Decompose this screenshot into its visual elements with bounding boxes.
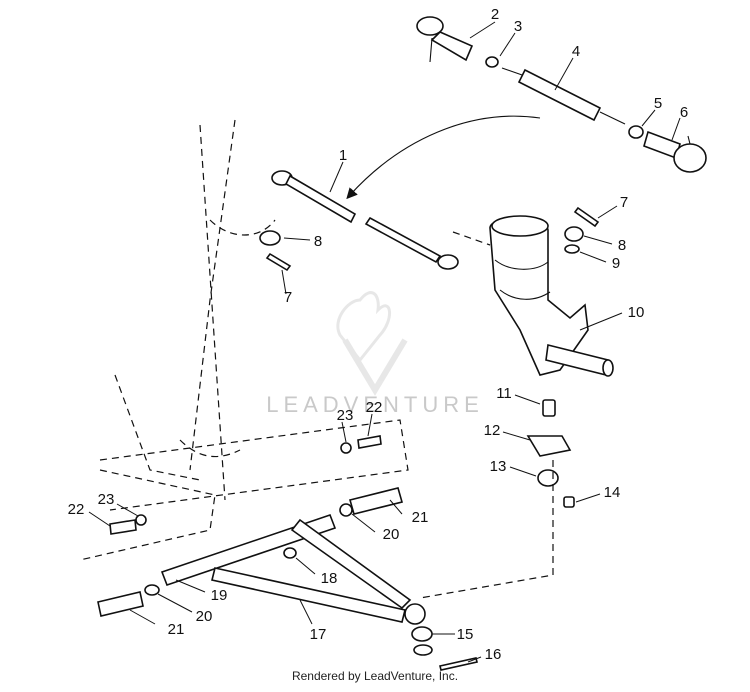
callout-20-right: 20: [383, 526, 400, 543]
callout-1: 1: [339, 147, 347, 164]
callout-5: 5: [654, 95, 662, 112]
callout-13: 13: [490, 458, 507, 475]
footer-credit: Rendered by LeadVenture, Inc.: [291, 669, 459, 683]
callout-8-left: 8: [314, 233, 322, 250]
hardware-parts: [109, 206, 600, 671]
tierod-dashline: [452, 231, 491, 246]
callout-7-right: 7: [620, 194, 628, 211]
callout-8-right: 8: [618, 237, 626, 254]
callout-22-right: 22: [366, 399, 383, 416]
callout-23-left: 23: [98, 491, 115, 508]
spindle: [489, 215, 614, 377]
callout-19: 19: [211, 587, 228, 604]
callout-16: 16: [485, 646, 502, 663]
watermark-text: LEADVENTURE: [266, 392, 484, 417]
callout-22-left: 22: [68, 501, 85, 518]
callout-7-left: 7: [284, 289, 292, 306]
callout-17: 17: [310, 626, 327, 643]
frame-outline: [79, 119, 409, 561]
callout-23-right: 23: [337, 407, 354, 424]
callout-21-right: 21: [412, 509, 429, 526]
callout-14: 14: [604, 484, 621, 501]
callout-11: 11: [496, 385, 512, 402]
leader-lines: [88, 21, 681, 663]
callout-15: 15: [457, 626, 474, 643]
callout-21-left: 21: [168, 621, 185, 638]
callout-6: 6: [680, 104, 688, 121]
callout-10: 10: [628, 304, 645, 321]
a-arm: [97, 487, 426, 625]
tie-rod-assembly: [271, 170, 459, 270]
callout-2: 2: [491, 6, 499, 23]
assembly-dashline: [419, 460, 554, 599]
callout-9: 9: [612, 255, 620, 272]
callout-12: 12: [484, 422, 501, 439]
callout-4: 4: [572, 43, 580, 60]
callout-20-left: 20: [196, 608, 213, 625]
tie-rod-exploded: [416, 16, 707, 173]
watermark-logo: [336, 291, 408, 396]
callout-18: 18: [321, 570, 338, 587]
assembly-arrow: [346, 115, 541, 200]
callout-3: 3: [514, 18, 522, 35]
